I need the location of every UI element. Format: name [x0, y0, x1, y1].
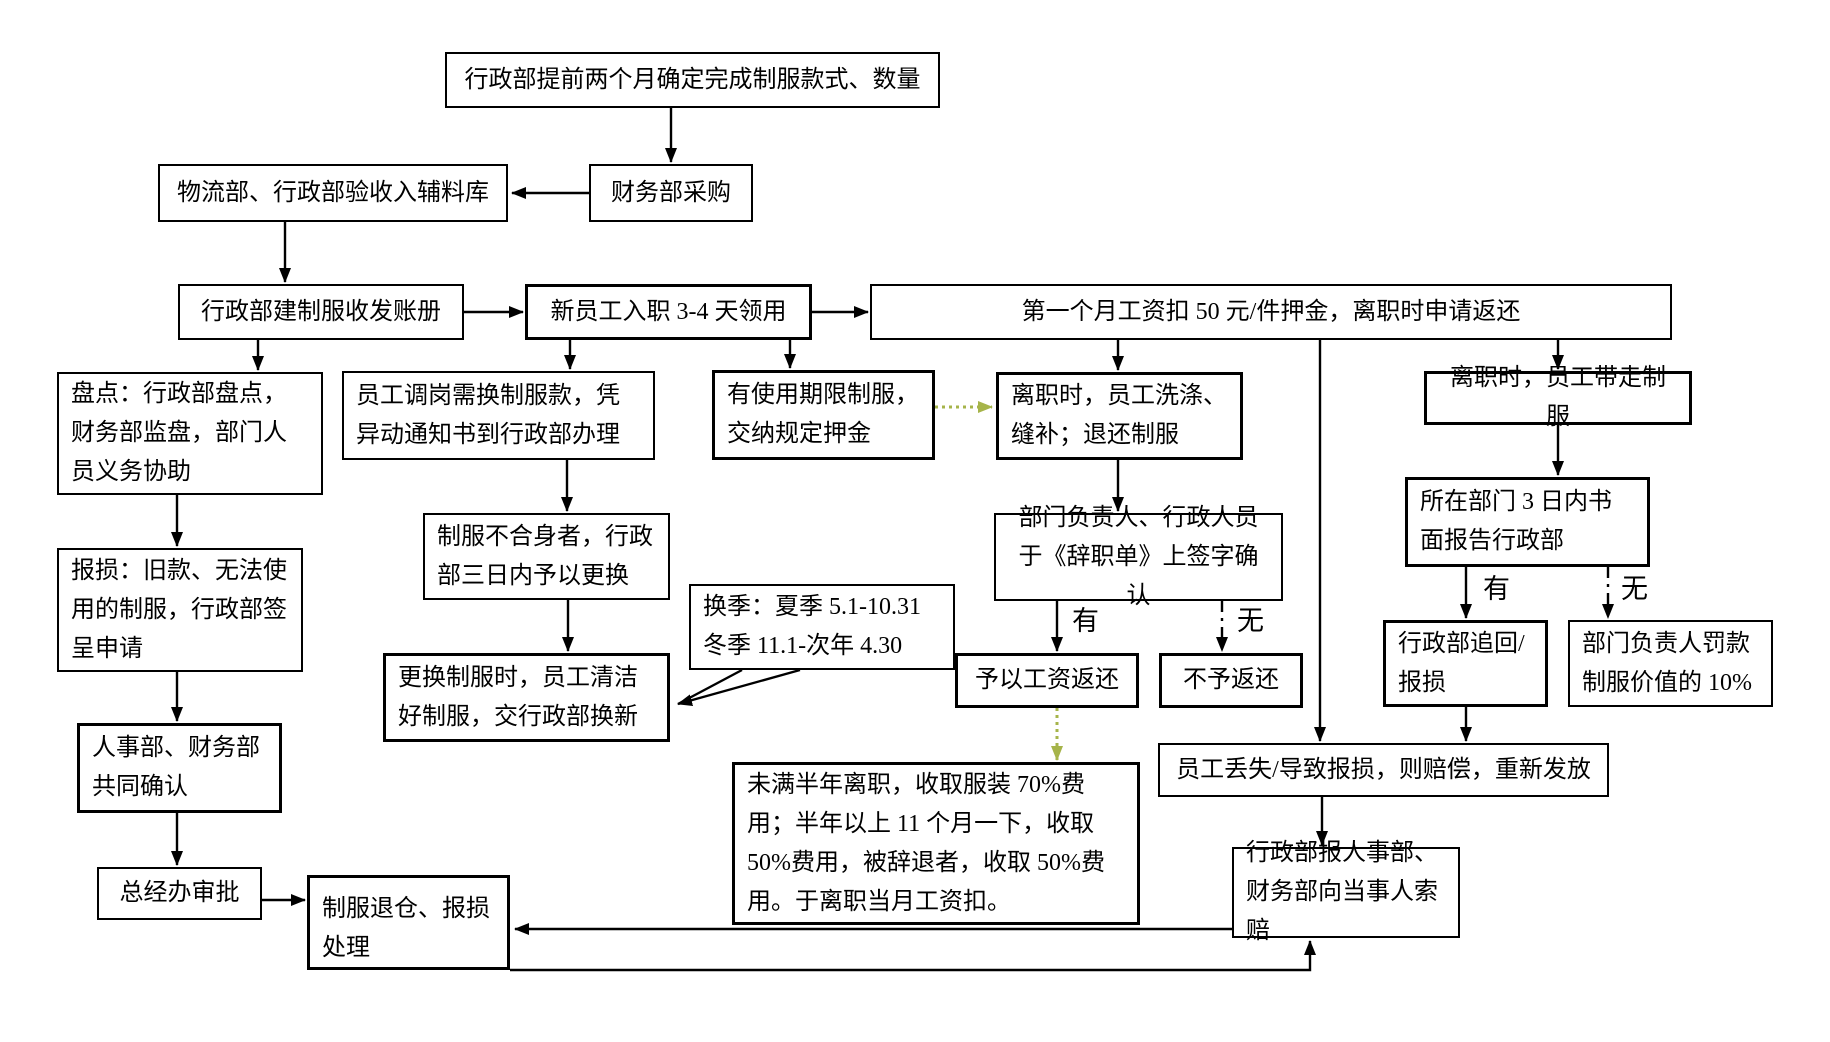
- flow-node-first-month-deposit: 第一个月工资扣 50 元/件押金，离职时申请返还: [870, 284, 1672, 340]
- flow-node-finance-purchase: 财务部采购: [589, 164, 753, 222]
- flow-node-dept-head-fine: 部门负责人罚款制服价值的 10%: [1568, 620, 1773, 707]
- flow-node-resign-wash-return: 离职时，员工洗涤、缝补；退还制服: [996, 372, 1243, 460]
- flow-node-label: 行政部提前两个月确定完成制服款式、数量: [464, 66, 921, 93]
- flow-node-fee-schedule: 未满半年离职，收取服装 70%费用；半年以上 11 个月一下，收取 50%费用，…: [732, 762, 1140, 925]
- flow-node-label: 更换制服时，员工清洁好制服，交行政部换新: [398, 664, 638, 730]
- flow-node-no-return: 不予返还: [1159, 653, 1303, 708]
- flow-node-label: 行政部建制服收发账册: [201, 298, 441, 325]
- flow-node-label: 人事部、财务部共同确认: [92, 735, 260, 800]
- flow-node-label: 不予返还: [1183, 667, 1279, 693]
- flow-node-label: 未满半年离职，收取服装 70%费用；半年以上 11 个月一下，收取 50%费用，…: [747, 771, 1105, 915]
- flow-node-season-callout: 换季：夏季 5.1-10.31 冬季 11.1-次年 4.30: [689, 584, 955, 670]
- flow-node-exchange-clean: 更换制服时，员工清洁好制服，交行政部换新: [383, 653, 670, 742]
- flow-node-claim-compensation: 行政部报人事部、财务部向当事人索赔: [1232, 840, 1460, 944]
- flow-node-label: 第一个月工资扣 50 元/件押金，离职时申请返还: [1021, 298, 1521, 325]
- connector-uniform-return-handle-to-claim-compensation: [510, 940, 1316, 972]
- flow-node-label: 部门负责人罚款制服价值的 10%: [1582, 630, 1752, 696]
- edge-label-yes: 有: [1072, 606, 1099, 636]
- edge-label-no: 无: [1621, 574, 1648, 604]
- flow-node-dept-report-3days: 所在部门 3 日内书面报告行政部: [1405, 477, 1650, 567]
- flow-node-uniform-return-handle: 制服退仓、报损处理: [307, 875, 510, 970]
- flow-node-hr-finance-confirm: 人事部、财务部共同确认: [77, 723, 282, 813]
- flow-node-label: 有使用期限制服，交纳规定押金: [727, 382, 919, 447]
- flow-node-label: 行政部追回/报损: [1398, 630, 1525, 696]
- flow-node-label: 员工调岗需换制服款，凭异动通知书到行政部办理: [356, 382, 620, 448]
- flow-node-limited-term-deposit: 有使用期限制服，交纳规定押金: [712, 370, 935, 460]
- flow-node-label: 换季：夏季 5.1-10.31 冬季 11.1-次年 4.30: [703, 594, 921, 659]
- flow-node-new-employee-receive: 新员工入职 3-4 天领用: [525, 284, 812, 340]
- flow-node-label: 离职时，员工带走制服: [1450, 365, 1666, 430]
- edge-label-no: 无: [1237, 606, 1264, 636]
- flow-node-label: 离职时，员工洗涤、缝补；退还制服: [1011, 383, 1227, 448]
- flow-node-gm-approve: 总经办审批: [97, 867, 262, 920]
- flow-node-not-fit-replace: 制服不合身者，行政部三日内予以更换: [423, 513, 670, 600]
- flow-node-lost-compensate: 员工丢失/导致报损，则赔偿，重新发放: [1158, 743, 1609, 797]
- flow-node-label: 行政部报人事部、财务部向当事人索赔: [1246, 840, 1438, 944]
- flow-node-inventory-check: 盘点：行政部盘点，财务部监盘，部门人员义务协助: [57, 372, 323, 495]
- flow-node-report-loss-apply: 报损：旧款、无法使用的制服，行政部签呈申请: [57, 548, 303, 672]
- flow-node-resign-take-uniform: 离职时，员工带走制服: [1424, 365, 1692, 430]
- flow-node-label: 新员工入职 3-4 天领用: [550, 298, 787, 325]
- flow-node-sign-confirm: 部门负责人、行政人员于《辞职单》上签字确认: [994, 505, 1283, 609]
- flow-node-salary-return: 予以工资返还: [955, 653, 1139, 708]
- edge-label-yes: 有: [1483, 574, 1510, 604]
- flow-node-label: 财务部采购: [611, 179, 731, 206]
- flow-node-label: 部门负责人、行政人员于《辞职单》上签字确认: [1018, 504, 1259, 609]
- flow-node-admin-recover: 行政部追回/报损: [1383, 620, 1548, 707]
- flow-node-label: 盘点：行政部盘点，财务部监盘，部门人员义务协助: [71, 381, 287, 485]
- flow-node-label: 物流部、行政部验收入辅料库: [177, 179, 489, 206]
- flow-node-label: 制服不合身者，行政部三日内予以更换: [437, 523, 653, 589]
- flow-node-label: 予以工资返还: [975, 667, 1119, 693]
- flow-node-determine-style: 行政部提前两个月确定完成制服款式、数量: [445, 52, 940, 108]
- connector-season-callout-to-exchange-clean: [677, 668, 743, 706]
- flow-node-admin-ledger: 行政部建制服收发账册: [178, 284, 464, 340]
- flow-node-transfer-change: 员工调岗需换制服款，凭异动通知书到行政部办理: [342, 371, 655, 460]
- flow-node-label: 报损：旧款、无法使用的制服，行政部签呈申请: [71, 557, 287, 662]
- flow-node-label: 制服退仓、报损处理: [322, 896, 490, 961]
- flow-node-logistics-accept: 物流部、行政部验收入辅料库: [158, 164, 508, 222]
- connector-season-callout-to-exchange-clean: [677, 668, 801, 707]
- flow-node-label: 员工丢失/导致报损，则赔偿，重新发放: [1176, 756, 1591, 783]
- flow-node-label: 所在部门 3 日内书面报告行政部: [1420, 489, 1612, 554]
- flow-node-label: 总经办审批: [119, 880, 240, 906]
